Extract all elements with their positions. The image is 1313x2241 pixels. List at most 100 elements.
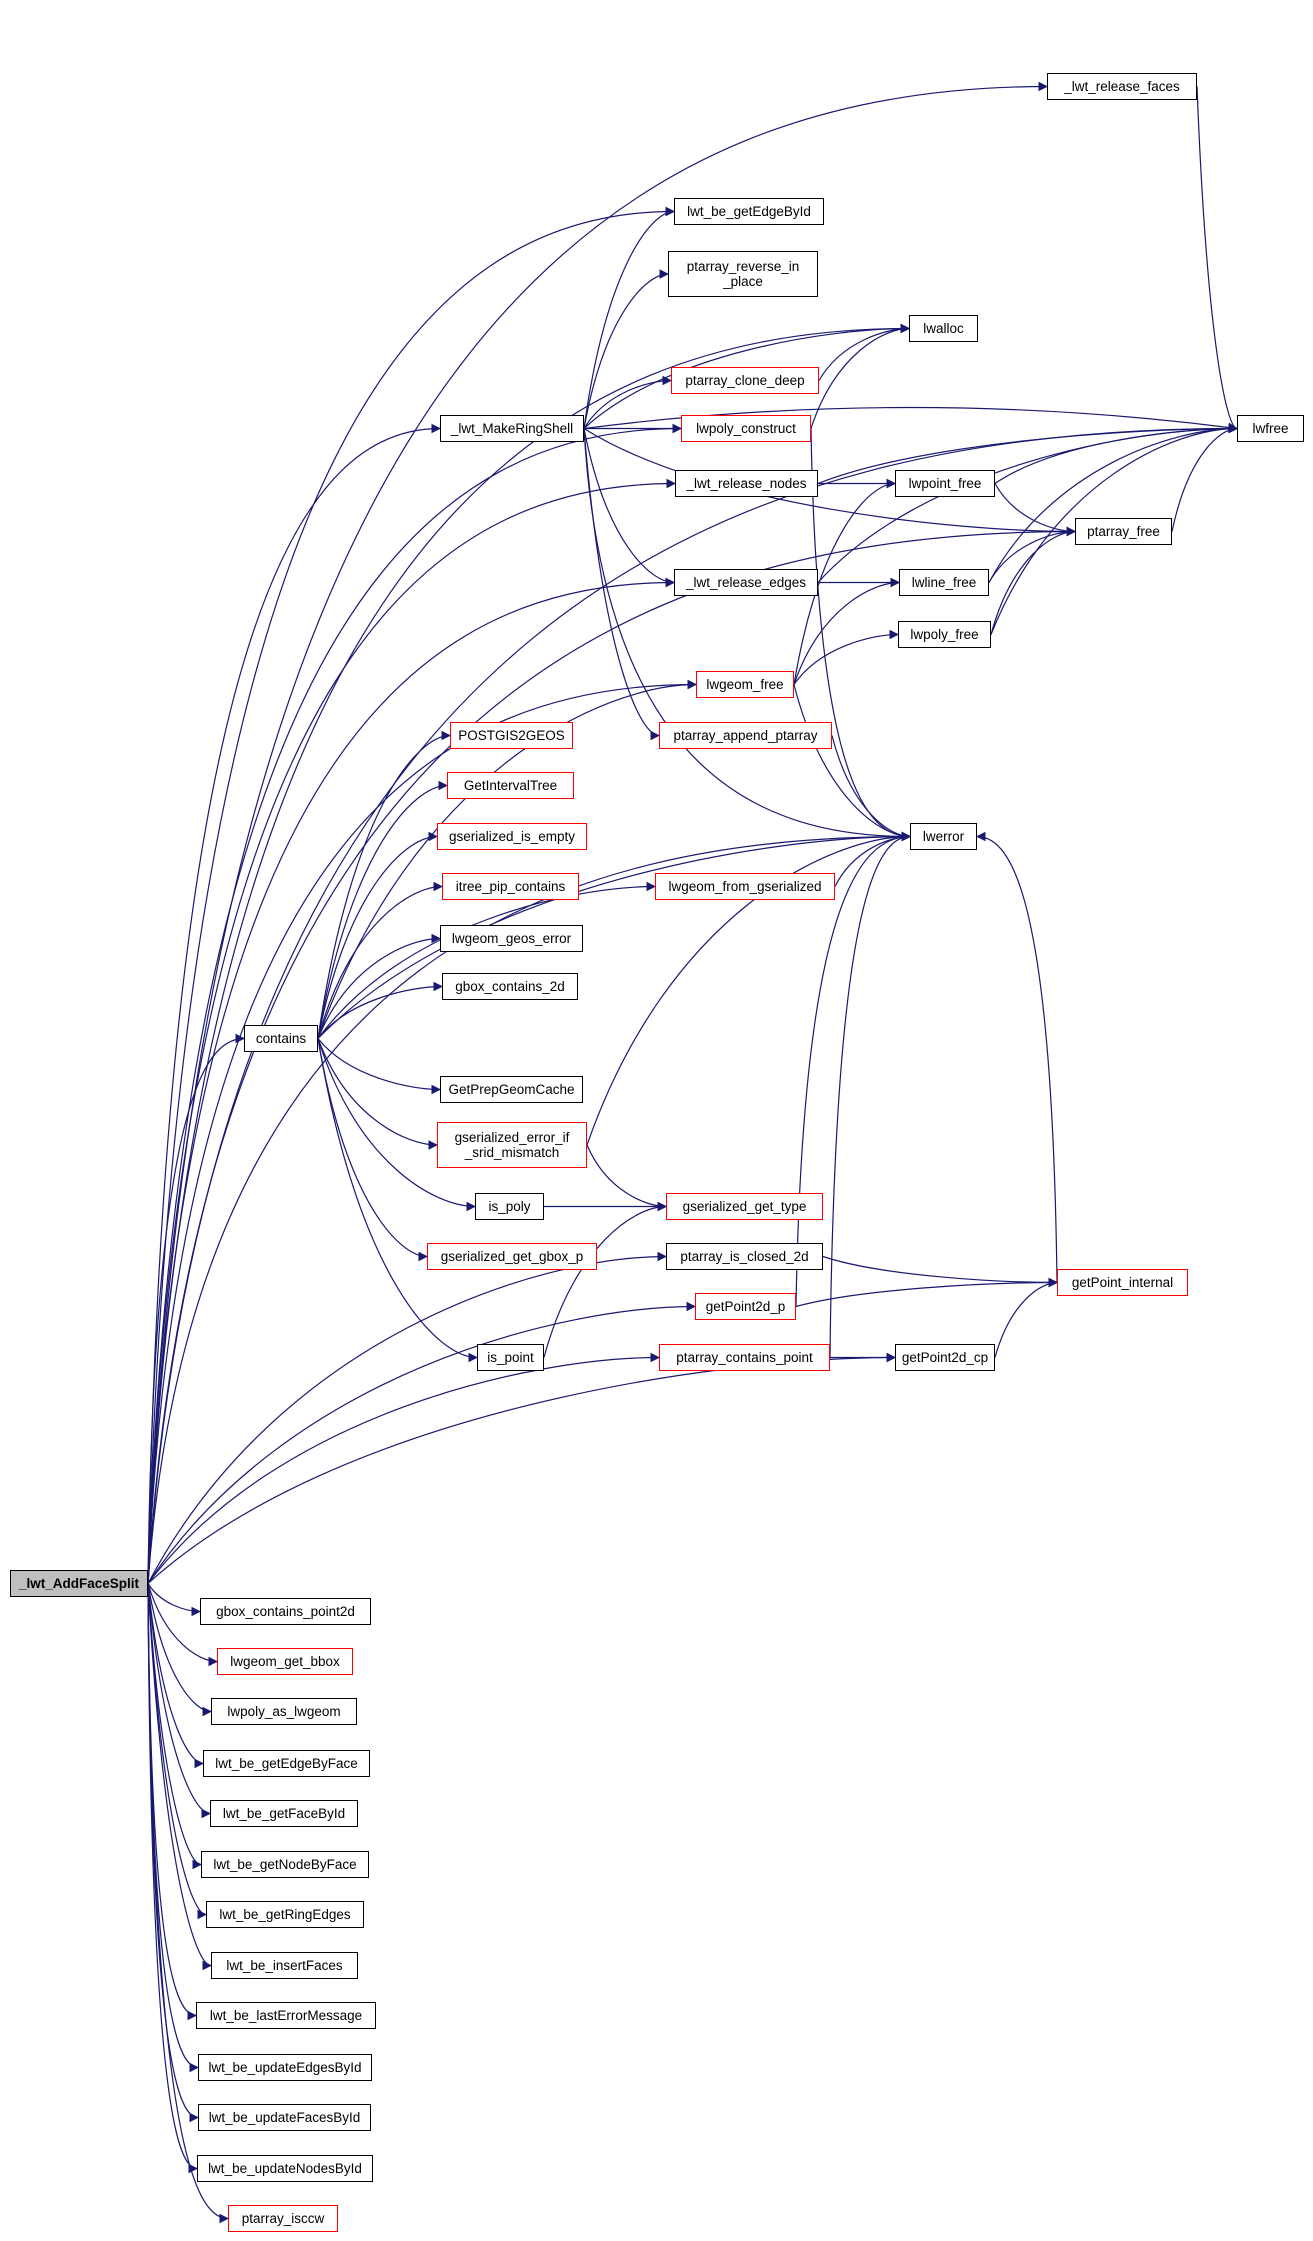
edge-_lwt_MakeRingShell-to-lwt_be_getEdgeById bbox=[583, 206, 675, 429]
edge-contains-to-gserialized_get_gbox_p bbox=[317, 1038, 428, 1262]
node-_lwt_MakeRingShell[interactable]: _lwt_MakeRingShell bbox=[440, 415, 584, 442]
node-POSTGIS2GEOS[interactable]: POSTGIS2GEOS bbox=[450, 722, 573, 749]
node-getPoint_internal[interactable]: getPoint_internal bbox=[1057, 1269, 1188, 1296]
edge-gserialized_error_if_srid_mismatch-to-lwerror bbox=[586, 831, 911, 1146]
edge-_lwt_AddFaceSplit-to-ptarray_is_closed_2d bbox=[147, 1251, 667, 1584]
node-lwfree[interactable]: lwfree bbox=[1237, 415, 1304, 442]
edge-ptarray_free-to-lwfree bbox=[1171, 423, 1238, 532]
node-gserialized_get_gbox_p[interactable]: gserialized_get_gbox_p bbox=[427, 1243, 597, 1270]
edge-contains-to-lwerror bbox=[317, 831, 911, 1039]
edge-_lwt_AddFaceSplit-to-lwt_be_getFaceById bbox=[147, 1583, 211, 1819]
node-getPoint2d_p[interactable]: getPoint2d_p bbox=[695, 1293, 796, 1320]
node-lwt_be_updateFacesById[interactable]: lwt_be_updateFacesById bbox=[198, 2104, 371, 2131]
node-_lwt_release_edges[interactable]: _lwt_release_edges bbox=[674, 569, 818, 596]
edge-contains-to-lwgeom_free bbox=[317, 679, 697, 1039]
edge-ptarray_clone_deep-to-lwalloc bbox=[818, 323, 910, 381]
edge-lwpoly_construct-to-lwalloc bbox=[810, 323, 910, 429]
node-lwpoly_construct[interactable]: lwpoly_construct bbox=[681, 415, 811, 442]
node-GetPrepGeomCache[interactable]: GetPrepGeomCache bbox=[440, 1076, 583, 1103]
node-lwgeom_geos_error[interactable]: lwgeom_geos_error bbox=[440, 925, 583, 952]
edge-contains-to-is_point bbox=[317, 1038, 478, 1363]
node-ptarray_reverse_in_place[interactable]: ptarray_reverse_in _place bbox=[668, 251, 818, 297]
edge-contains-to-itree_pip_contains bbox=[317, 881, 443, 1039]
node-_lwt_AddFaceSplit[interactable]: _lwt_AddFaceSplit bbox=[10, 1570, 148, 1597]
node-gserialized_is_empty[interactable]: gserialized_is_empty bbox=[437, 823, 587, 850]
node-ptarray_isccw[interactable]: ptarray_isccw bbox=[228, 2205, 338, 2232]
edge-getPoint2d_p-to-getPoint_internal bbox=[795, 1277, 1058, 1308]
node-gbox_contains_point2d[interactable]: gbox_contains_point2d bbox=[200, 1598, 371, 1625]
edge-contains-to-gserialized_error_if_srid_mismatch bbox=[317, 1038, 438, 1150]
edge-_lwt_MakeRingShell-to-lwalloc bbox=[583, 323, 910, 429]
node-lwt_be_insertFaces[interactable]: lwt_be_insertFaces bbox=[211, 1952, 358, 1979]
node-contains[interactable]: contains bbox=[244, 1025, 318, 1052]
edge-lwpoint_free-to-lwfree bbox=[994, 423, 1238, 484]
edge-_lwt_MakeRingShell-to-ptarray_reverse_in_place bbox=[583, 269, 669, 429]
edge-ptarray_is_closed_2d-to-getPoint_internal bbox=[822, 1255, 1058, 1288]
node-lwt_be_lastErrorMessage[interactable]: lwt_be_lastErrorMessage bbox=[196, 2002, 376, 2029]
node-gserialized_error_if_srid_mismatch[interactable]: gserialized_error_if _srid_mismatch bbox=[437, 1122, 587, 1168]
node-lwt_be_getNodeByFace[interactable]: lwt_be_getNodeByFace bbox=[201, 1851, 369, 1878]
edge-ptarray_contains_point-to-lwerror bbox=[829, 831, 911, 1358]
edge-_lwt_AddFaceSplit-to-lwfree bbox=[147, 423, 1238, 1584]
edge-_lwt_AddFaceSplit-to-lwt_be_updateEdgesById bbox=[147, 1583, 199, 2073]
edge-_lwt_AddFaceSplit-to-lwt_be_getRingEdges bbox=[147, 1583, 207, 1920]
node-gserialized_get_type[interactable]: gserialized_get_type bbox=[666, 1193, 823, 1220]
edge-_lwt_AddFaceSplit-to-lwt_be_getEdgeByFace bbox=[147, 1583, 204, 1769]
node-ptarray_contains_point[interactable]: ptarray_contains_point bbox=[659, 1344, 830, 1371]
node-GetIntervalTree[interactable]: GetIntervalTree bbox=[447, 772, 574, 799]
node-lwalloc[interactable]: lwalloc bbox=[909, 315, 978, 342]
edge-getPoint2d_cp-to-getPoint_internal bbox=[994, 1277, 1058, 1358]
edge-contains-to-lwgeom_geos_error bbox=[317, 933, 441, 1039]
edge-_lwt_MakeRingShell-to-ptarray_free bbox=[583, 427, 1076, 537]
node-lwt_be_getEdgeByFace[interactable]: lwt_be_getEdgeByFace bbox=[203, 1750, 370, 1777]
node-lwgeom_from_gserialized[interactable]: lwgeom_from_gserialized bbox=[655, 873, 835, 900]
node-lwpoly_as_lwgeom[interactable]: lwpoly_as_lwgeom bbox=[211, 1698, 357, 1725]
edge-getPoint_internal-to-lwerror bbox=[976, 831, 1058, 1283]
edge-lwgeom_free-to-lwpoint_free bbox=[793, 478, 896, 685]
edge-_lwt_AddFaceSplit-to-ptarray_free bbox=[147, 526, 1076, 1584]
node-lwpoint_free[interactable]: lwpoint_free bbox=[895, 470, 995, 497]
node-lwt_be_getEdgeById[interactable]: lwt_be_getEdgeById bbox=[674, 198, 824, 225]
edge-lwgeom_free-to-lwpoly_free bbox=[793, 629, 899, 685]
node-lwpoly_free[interactable]: lwpoly_free bbox=[898, 621, 991, 648]
edge-_lwt_MakeRingShell-to-lwfree bbox=[583, 406, 1238, 433]
edge-lwline_free-to-lwfree bbox=[988, 423, 1238, 583]
node-lwt_be_getRingEdges[interactable]: lwt_be_getRingEdges bbox=[206, 1901, 364, 1928]
node-lwgeom_get_bbox[interactable]: lwgeom_get_bbox bbox=[217, 1648, 353, 1675]
edge-contains-to-gserialized_is_empty bbox=[317, 831, 438, 1039]
edge-contains-to-is_poly bbox=[317, 1038, 476, 1212]
node-_lwt_release_faces[interactable]: _lwt_release_faces bbox=[1047, 73, 1197, 100]
edge-_lwt_AddFaceSplit-to-_lwt_release_edges bbox=[147, 577, 675, 1584]
node-lwt_be_updateNodesById[interactable]: lwt_be_updateNodesById bbox=[197, 2155, 373, 2182]
edge-_lwt_AddFaceSplit-to-_lwt_MakeRingShell bbox=[147, 423, 441, 1584]
edge-_lwt_AddFaceSplit-to-lwt_be_updateFacesById bbox=[147, 1583, 199, 2123]
node-ptarray_append_ptarray[interactable]: ptarray_append_ptarray bbox=[659, 722, 832, 749]
edge-contains-to-POSTGIS2GEOS bbox=[317, 730, 451, 1039]
edge-_lwt_AddFaceSplit-to-gbox_contains_point2d bbox=[147, 1583, 201, 1617]
edge-lwpoly_free-to-lwfree bbox=[990, 423, 1238, 635]
node-is_point[interactable]: is_point bbox=[477, 1344, 544, 1371]
node-itree_pip_contains[interactable]: itree_pip_contains bbox=[442, 873, 579, 900]
edge-_lwt_AddFaceSplit-to-_lwt_release_nodes bbox=[147, 478, 676, 1584]
node-lwerror[interactable]: lwerror bbox=[910, 823, 977, 850]
edge-_lwt_AddFaceSplit-to-lwt_be_getNodeByFace bbox=[147, 1583, 202, 1870]
node-is_poly[interactable]: is_poly bbox=[475, 1193, 544, 1220]
edge-_lwt_AddFaceSplit-to-lwpoly_as_lwgeom bbox=[147, 1583, 212, 1717]
node-ptarray_clone_deep[interactable]: ptarray_clone_deep bbox=[671, 367, 819, 394]
edge-_lwt_AddFaceSplit-to-lwgeom_free bbox=[147, 679, 697, 1584]
node-_lwt_release_nodes[interactable]: _lwt_release_nodes bbox=[675, 470, 818, 497]
edge-_lwt_release_nodes-to-lwfree bbox=[817, 423, 1238, 485]
node-getPoint2d_cp[interactable]: getPoint2d_cp bbox=[895, 1344, 995, 1371]
node-lwt_be_getFaceById[interactable]: lwt_be_getFaceById bbox=[210, 1800, 358, 1827]
node-lwgeom_free[interactable]: lwgeom_free bbox=[696, 671, 794, 698]
edge-lwpoly_free-to-ptarray_free bbox=[990, 526, 1076, 635]
edge-_lwt_AddFaceSplit-to-lwgeom_get_bbox bbox=[147, 1583, 218, 1667]
node-lwline_free[interactable]: lwline_free bbox=[899, 569, 989, 596]
node-ptarray_is_closed_2d[interactable]: ptarray_is_closed_2d bbox=[666, 1243, 823, 1270]
edge-_lwt_AddFaceSplit-to-getPoint2d_p bbox=[147, 1301, 696, 1584]
node-ptarray_free[interactable]: ptarray_free bbox=[1075, 518, 1172, 545]
node-gbox_contains_2d[interactable]: gbox_contains_2d bbox=[442, 973, 578, 1000]
node-lwt_be_updateEdgesById[interactable]: lwt_be_updateEdgesById bbox=[198, 2054, 372, 2081]
edge-_lwt_AddFaceSplit-to-lwalloc bbox=[147, 323, 910, 1584]
